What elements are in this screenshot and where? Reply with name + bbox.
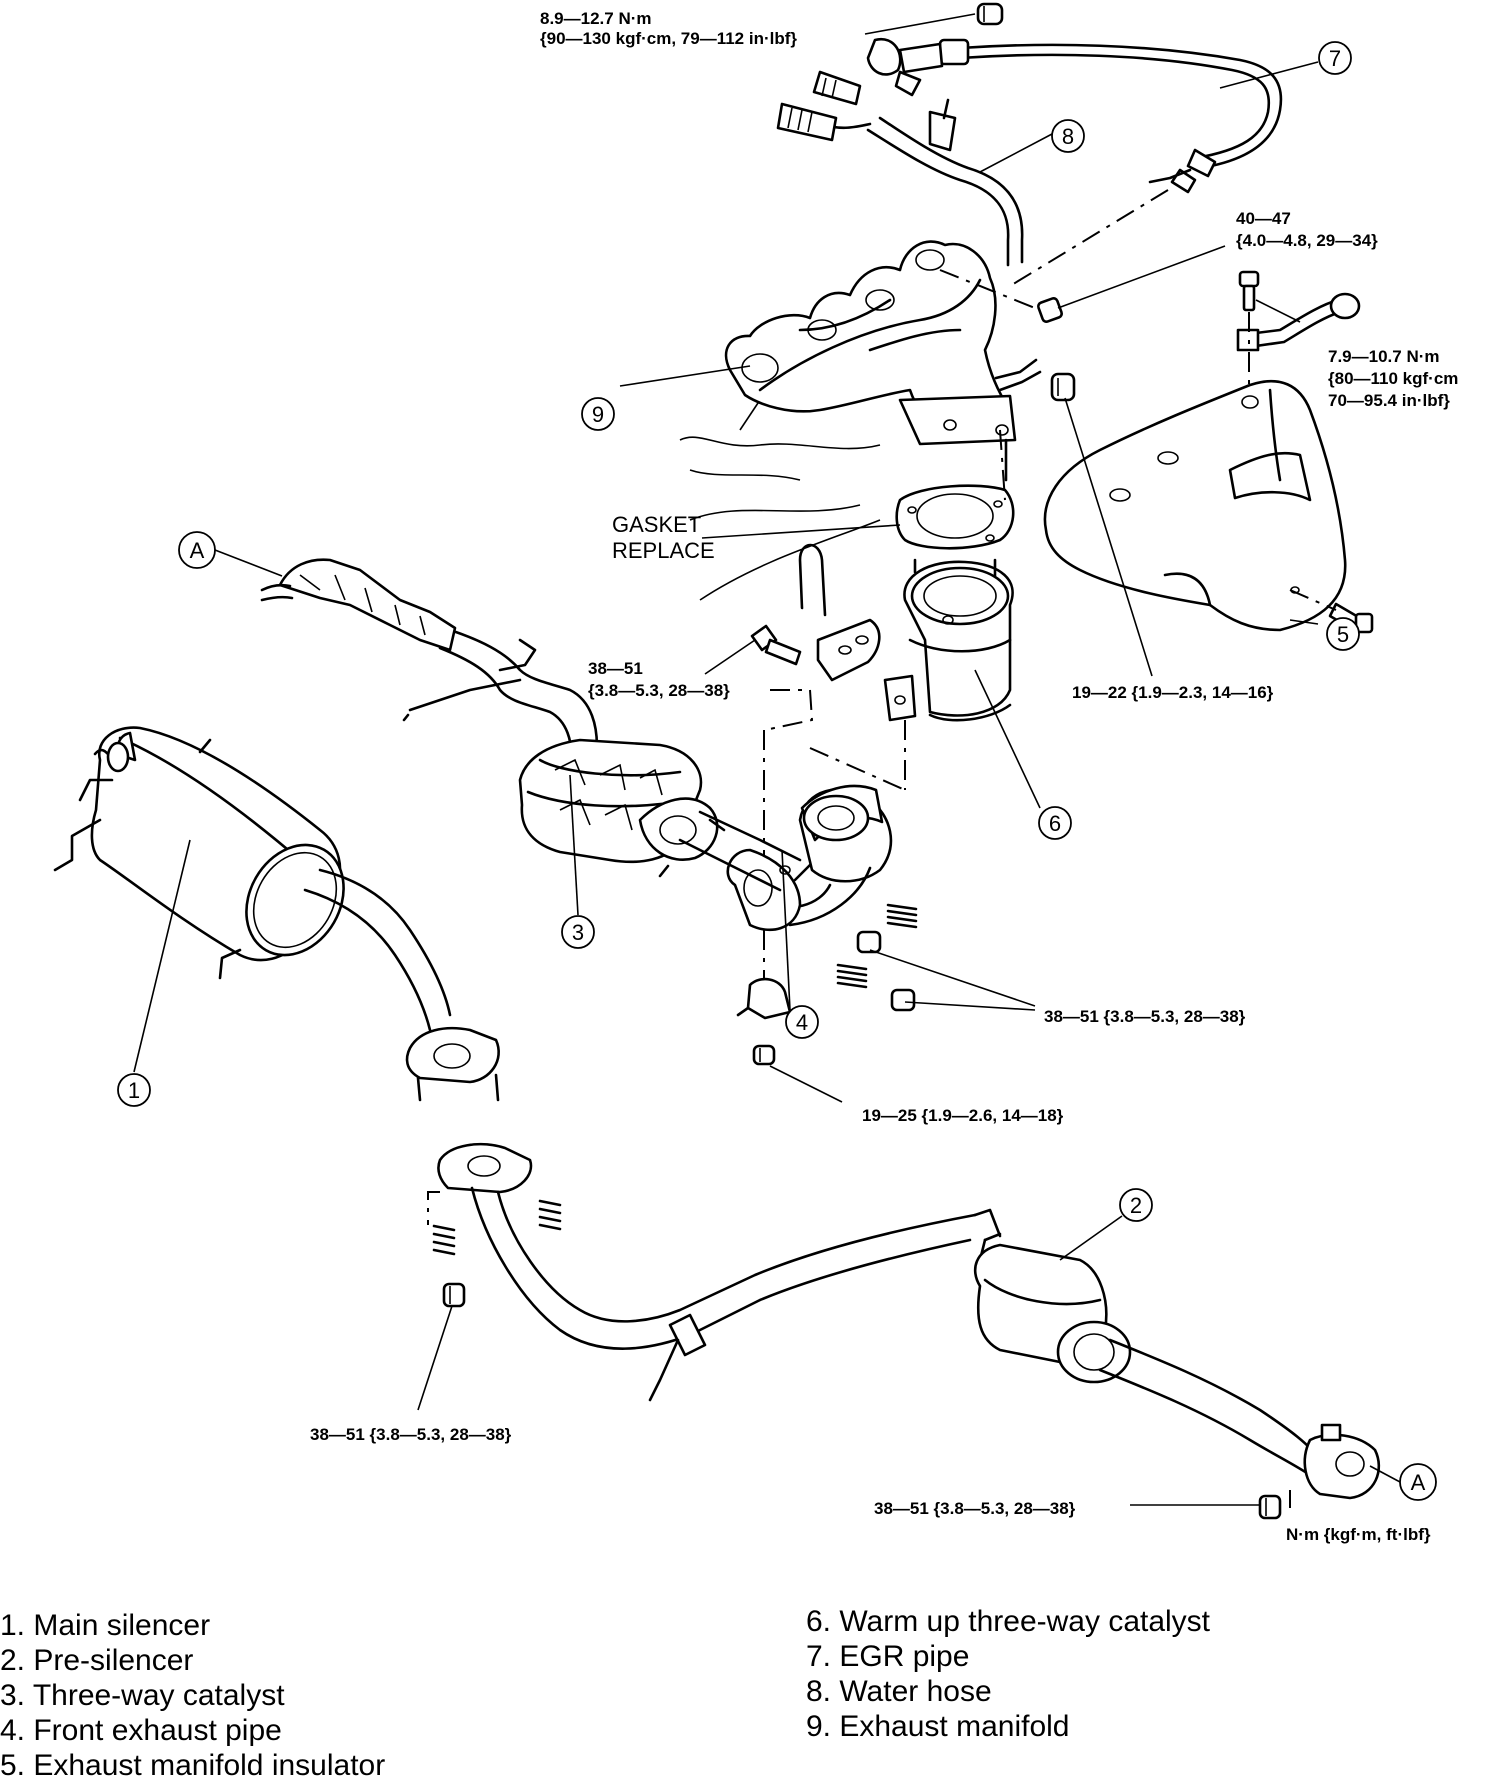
- spec-insulator-bolt-line1: 7.9—10.7 N·m: [1328, 347, 1440, 366]
- egr-pipe: [866, 37, 1283, 194]
- main-silencer: [53, 726, 500, 1102]
- legend-item: 5. Exhaust manifold insulator: [0, 1749, 386, 1782]
- callout-7-label: 7: [1329, 46, 1341, 71]
- front-exhaust-pipe: [726, 784, 893, 932]
- manifold-nut: [1037, 297, 1063, 323]
- units-label: N·m {kgf·m, ft·lbf}: [1286, 1525, 1431, 1544]
- front-pipe-section-a: [260, 558, 537, 722]
- insulator-nut: [1050, 372, 1076, 402]
- gasket-label-line1: GASKET: [612, 512, 701, 537]
- legend-item: 7. EGR pipe: [806, 1640, 970, 1673]
- engine-context-lines: [679, 399, 881, 601]
- insulator-bolt-top: [1238, 270, 1260, 312]
- water-hose: [776, 70, 1024, 267]
- legend-item: 6. Warm up three-way catalyst: [806, 1605, 1211, 1638]
- legend-item: 1. Main silencer: [0, 1609, 211, 1642]
- legend-item: 2. Pre-silencer: [0, 1644, 194, 1677]
- callout-a-top: A: [178, 531, 216, 569]
- callout-4: 4: [785, 1005, 819, 1039]
- spec-insulator-bolt-line3: 70—95.4 in·lbf}: [1328, 391, 1450, 410]
- callout-6-label: 6: [1049, 811, 1061, 836]
- spec-manifold-nut-line2: {4.0—4.8, 29—34}: [1236, 231, 1378, 250]
- callout-8: 8: [1051, 119, 1085, 153]
- spec-presilencer-nut: 38—51 {3.8—5.3, 28—38}: [310, 1425, 512, 1444]
- callout-7: 7: [1318, 41, 1352, 75]
- spec-egr-nut-line2: {90—130 kgf·cm, 79—112 in·lbf}: [540, 29, 797, 48]
- spec-insulator-bolt-line2: {80—110 kgf·cm: [1328, 369, 1458, 388]
- three-way-catalyst: [438, 628, 802, 892]
- callout-5: 5: [1326, 617, 1360, 651]
- hanger-nut: [752, 1044, 776, 1066]
- spec-rear-flange-nut: 38—51 {3.8—5.3, 28—38}: [874, 1499, 1076, 1518]
- callout-9: 9: [581, 397, 615, 431]
- callout-1-label: 1: [128, 1078, 140, 1103]
- callout-6: 6: [1038, 806, 1072, 840]
- legend-item: 8. Water hose: [806, 1675, 992, 1708]
- spec-insulator-nut: 19—22 {1.9—2.3, 14—16}: [1072, 683, 1274, 702]
- callout-1: 1: [117, 1073, 151, 1107]
- exhaust-manifold-insulator: [1043, 379, 1347, 632]
- callout-4-label: 4: [796, 1010, 808, 1035]
- legend-item: 3. Three-way catalyst: [0, 1679, 285, 1712]
- callout-a-top-label: A: [190, 538, 205, 563]
- warm-up-catalyst: [883, 558, 1014, 722]
- front-pipe-hanger: [736, 977, 802, 1020]
- gasket-label-line2: REPLACE: [612, 538, 715, 563]
- flange-springs: [836, 903, 918, 1012]
- spec-bracket-bolt-line2: {3.8—5.3, 28—38}: [588, 681, 730, 700]
- spec-bracket-bolt-line1: 38—51: [588, 659, 643, 678]
- parts-legend-right: 6. Warm up three-way catalyst 7. EGR pip…: [806, 1604, 1210, 1744]
- callout-3: 3: [561, 915, 595, 949]
- callout-8-label: 8: [1062, 124, 1074, 149]
- parts-legend-left: 1. Main silencer 2. Pre-silencer 3. Thre…: [0, 1608, 385, 1783]
- rear-flange-nut: [1258, 1494, 1282, 1520]
- callout-5-label: 5: [1337, 622, 1349, 647]
- callout-3-label: 3: [572, 920, 584, 945]
- legend-item: 4. Front exhaust pipe: [0, 1714, 282, 1747]
- insulator-bolt-bottom: [1328, 602, 1374, 634]
- spec-front-pipe-nuts: 38—51 {3.8—5.3, 28—38}: [1044, 1007, 1246, 1026]
- presilencer-hardware: [432, 1199, 562, 1308]
- spec-egr-nut-line1: 8.9—12.7 N·m: [540, 9, 652, 28]
- bracket-bolt: [750, 624, 802, 666]
- callout-a-bottom-label: A: [1411, 1470, 1426, 1495]
- exhaust-manifold: [724, 240, 1042, 446]
- gasket: [895, 484, 1015, 550]
- egr-nut: [976, 2, 1004, 26]
- legend-item: 9. Exhaust manifold: [806, 1710, 1070, 1743]
- callout-2-label: 2: [1130, 1193, 1142, 1218]
- leader-lines: [133, 13, 1401, 1506]
- callout-2: 2: [1119, 1188, 1153, 1222]
- spec-manifold-nut-line1: 40—47: [1236, 209, 1291, 228]
- callout-9-label: 9: [592, 402, 604, 427]
- callout-a-bottom: A: [1399, 1463, 1437, 1501]
- spec-hanger-nut: 19—25 {1.9—2.6, 14—18}: [862, 1106, 1064, 1125]
- pre-silencer: [437, 1142, 1381, 1500]
- u-bolt-bracket: [798, 543, 881, 682]
